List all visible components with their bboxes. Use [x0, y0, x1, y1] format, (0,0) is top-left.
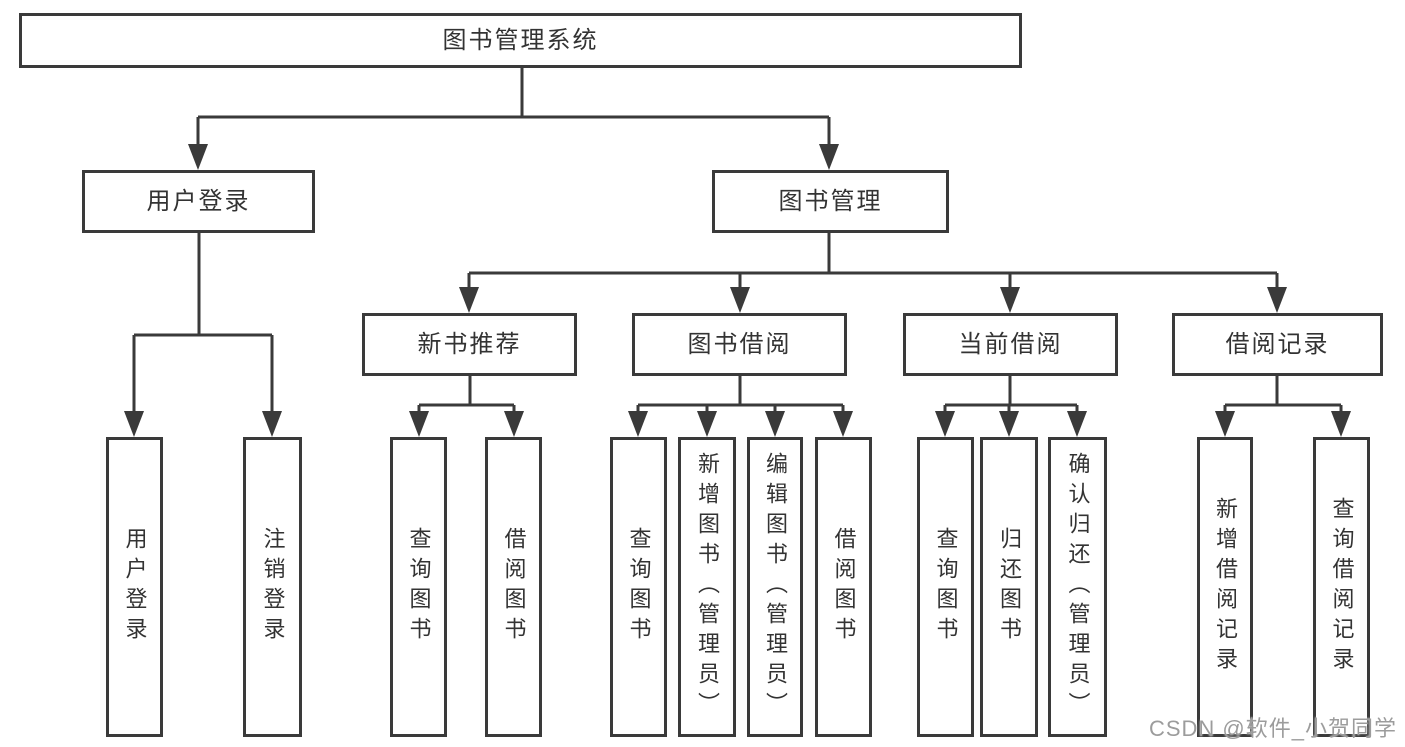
node-root-label: 图书管理系统	[442, 26, 599, 54]
leaf-user-login-label: 用户登录	[122, 527, 148, 647]
node-book-borrow-label: 图书借阅	[687, 330, 792, 358]
leaf-query-book-recommend-label: 查询图书	[406, 527, 432, 647]
node-borrow-record: 借阅记录	[1172, 313, 1383, 376]
node-new-book-recommend-label: 新书推荐	[417, 330, 522, 358]
leaf-return-book-label: 归还图书	[997, 527, 1022, 647]
leaf-logout: 注销登录	[243, 437, 302, 737]
leaf-return-book: 归还图书	[980, 437, 1038, 737]
node-current-borrow: 当前借阅	[903, 313, 1118, 376]
leaf-add-book-admin: 新增图书（管理员）	[678, 437, 736, 737]
node-book-management-label: 图书管理	[778, 187, 883, 215]
node-root: 图书管理系统	[19, 13, 1022, 68]
leaf-query-book-recommend: 查询图书	[390, 437, 447, 737]
node-new-book-recommend: 新书推荐	[362, 313, 577, 376]
leaf-query-borrow-record: 查询借阅记录	[1313, 437, 1370, 737]
leaf-borrow-book-recommend-label: 借阅图书	[501, 527, 527, 647]
leaf-query-book-borrow: 查询图书	[610, 437, 667, 737]
leaf-query-book-current-label: 查询图书	[933, 527, 959, 647]
leaf-confirm-return-admin: 确认归还（管理员）	[1048, 437, 1107, 737]
leaf-borrow-book-label: 借阅图书	[831, 527, 857, 647]
leaf-borrow-book-recommend: 借阅图书	[485, 437, 542, 737]
node-book-borrow: 图书借阅	[632, 313, 847, 376]
csdn-watermark: CSDN @软件_小贺同学	[1148, 716, 1397, 741]
leaf-query-borrow-record-label: 查询借阅记录	[1329, 497, 1355, 677]
leaf-confirm-return-admin-label: 确认归还（管理员）	[1065, 452, 1091, 722]
leaf-query-book-current: 查询图书	[917, 437, 974, 737]
node-borrow-record-label: 借阅记录	[1225, 330, 1330, 358]
node-current-borrow-label: 当前借阅	[958, 330, 1063, 358]
leaf-logout-label: 注销登录	[260, 527, 286, 647]
leaf-borrow-book: 借阅图书	[815, 437, 872, 737]
leaf-edit-book-admin-label: 编辑图书（管理员）	[763, 452, 788, 722]
leaf-add-book-admin-label: 新增图书（管理员）	[695, 452, 720, 722]
leaf-add-borrow-record: 新增借阅记录	[1197, 437, 1253, 737]
leaf-user-login: 用户登录	[106, 437, 163, 737]
leaf-edit-book-admin: 编辑图书（管理员）	[747, 437, 803, 737]
node-user-login-label: 用户登录	[146, 187, 251, 215]
node-book-management: 图书管理	[712, 170, 949, 233]
node-user-login: 用户登录	[82, 170, 315, 233]
leaf-add-borrow-record-label: 新增借阅记录	[1213, 497, 1238, 677]
leaf-query-book-borrow-label: 查询图书	[626, 527, 652, 647]
